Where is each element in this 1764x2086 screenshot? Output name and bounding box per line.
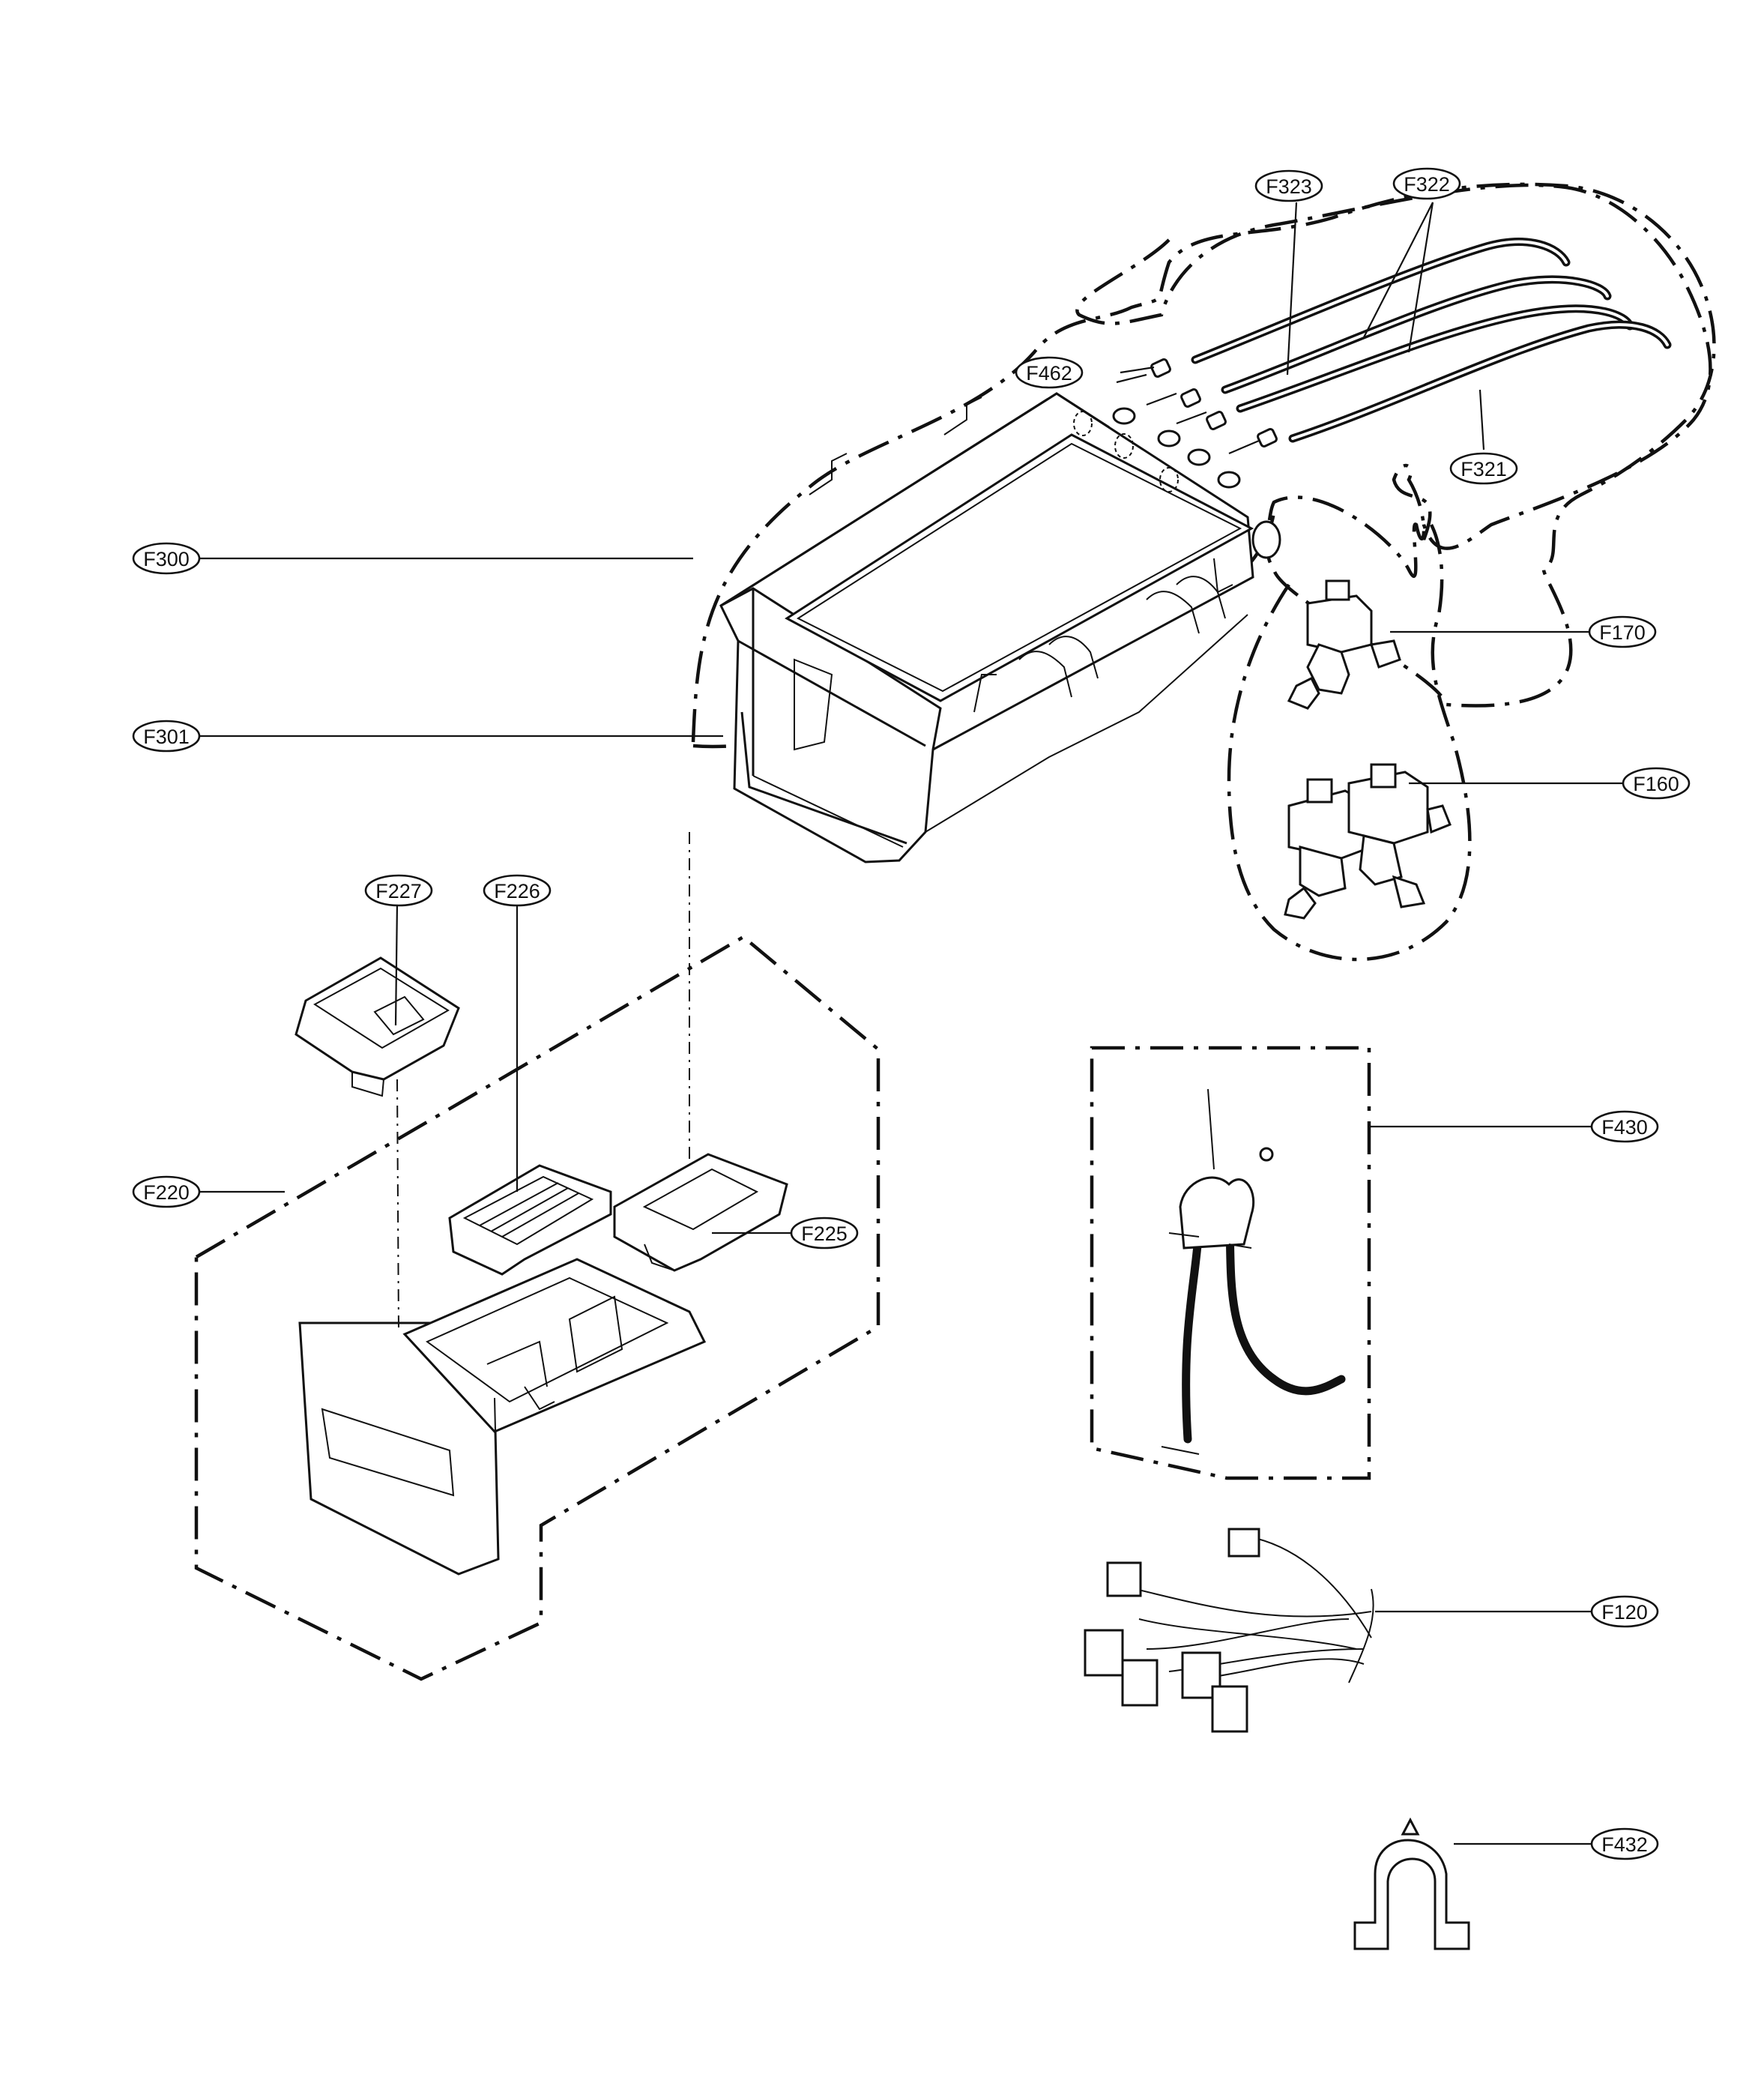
bleach-insert-part xyxy=(613,1153,788,1272)
valves-outline xyxy=(1227,523,1472,962)
hose-clamps xyxy=(1150,358,1278,447)
single-water-valve xyxy=(1287,579,1401,710)
softener-insert-part xyxy=(448,1164,612,1276)
detergent-cap-part xyxy=(294,956,460,1097)
wire-harness-part xyxy=(1084,1528,1374,1733)
svg-text:F227: F227 xyxy=(375,880,422,902)
double-water-valve xyxy=(1284,763,1452,920)
svg-text:F220: F220 xyxy=(143,1181,190,1204)
inlet-hoses xyxy=(1191,238,1672,443)
svg-text:F321: F321 xyxy=(1461,458,1507,480)
drawer-group-outline xyxy=(194,935,881,1681)
callout-F432: F432 xyxy=(1590,1827,1659,1860)
callout-F462: F462 xyxy=(1015,356,1084,389)
callout-F430: F430 xyxy=(1590,1110,1659,1143)
svg-text:F462: F462 xyxy=(1026,362,1072,385)
callout-F227: F227 xyxy=(364,874,433,907)
callout-F323: F323 xyxy=(1254,169,1323,202)
svg-text:F301: F301 xyxy=(143,726,190,748)
callout-F120: F120 xyxy=(1590,1595,1659,1628)
drain-hose-part xyxy=(1161,1088,1346,1455)
dispenser-drawer-part xyxy=(298,1258,707,1576)
callout-F226: F226 xyxy=(483,874,552,907)
svg-text:F225: F225 xyxy=(801,1223,848,1245)
callout-F160: F160 xyxy=(1622,767,1691,800)
svg-text:F323: F323 xyxy=(1266,175,1312,198)
drain-hose-group-outline xyxy=(1090,1046,1371,1480)
dispenser-housing xyxy=(719,392,1281,863)
callout-F220: F220 xyxy=(132,1175,201,1208)
leader-lines xyxy=(195,202,1622,1845)
svg-text:F432: F432 xyxy=(1601,1833,1648,1856)
hose-clip-part xyxy=(1353,1817,1470,1950)
svg-text:F322: F322 xyxy=(1404,173,1450,196)
svg-text:F120: F120 xyxy=(1601,1601,1648,1624)
callout-F321: F321 xyxy=(1449,452,1518,485)
svg-text:F300: F300 xyxy=(143,548,190,570)
callout-F322: F322 xyxy=(1392,167,1461,200)
svg-text:F430: F430 xyxy=(1601,1116,1648,1139)
callout-F225: F225 xyxy=(790,1217,859,1250)
svg-text:F226: F226 xyxy=(494,880,540,902)
svg-text:F170: F170 xyxy=(1599,621,1646,644)
callout-F300: F300 xyxy=(132,542,201,575)
svg-text:F160: F160 xyxy=(1633,773,1679,795)
hose-valve-group-outline xyxy=(691,182,1716,743)
callout-F170: F170 xyxy=(1588,615,1657,648)
callout-F301: F301 xyxy=(132,720,201,753)
